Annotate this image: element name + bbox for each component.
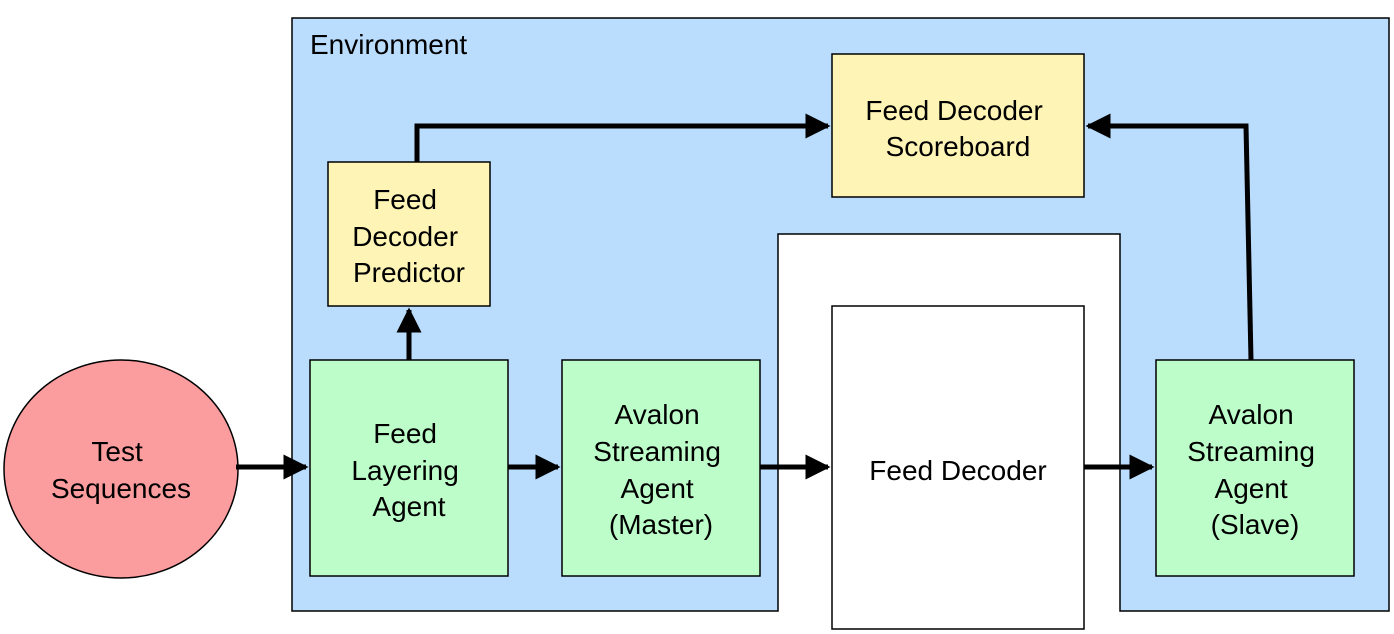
environment-label: Environment bbox=[310, 29, 467, 60]
feed-decoder-scoreboard-box bbox=[831, 53, 1085, 198]
feed-decoder-label: Feed Decoder bbox=[869, 455, 1046, 486]
arrows bbox=[236, 113, 1254, 480]
feed-layering-agent-box bbox=[309, 359, 509, 577]
test-sequences-node bbox=[3, 359, 239, 579]
test-sequences-label: Test Sequences bbox=[51, 436, 191, 504]
feed-layering-agent-label: Feed Layering Agent bbox=[351, 418, 466, 522]
avalon-master-label: Avalon Streaming Agent (Master) bbox=[593, 399, 728, 540]
feed-decoder-box bbox=[831, 305, 1085, 630]
feed-decoder-scoreboard-label: Feed Decoder Scoreboard bbox=[865, 95, 1050, 162]
arrow-slave-to-scoreboard bbox=[1085, 113, 1254, 361]
arrow-predictor-to-scoreboard bbox=[414, 113, 831, 162]
avalon-slave-label: Avalon Streaming Agent (Slave) bbox=[1187, 399, 1322, 540]
feed-decoder-predictor-label: Feed Decoder Predictor bbox=[352, 184, 466, 288]
feed-decoder-predictor-box bbox=[327, 161, 491, 307]
avalon-master-box bbox=[561, 359, 761, 577]
avalon-slave-box bbox=[1155, 359, 1355, 577]
